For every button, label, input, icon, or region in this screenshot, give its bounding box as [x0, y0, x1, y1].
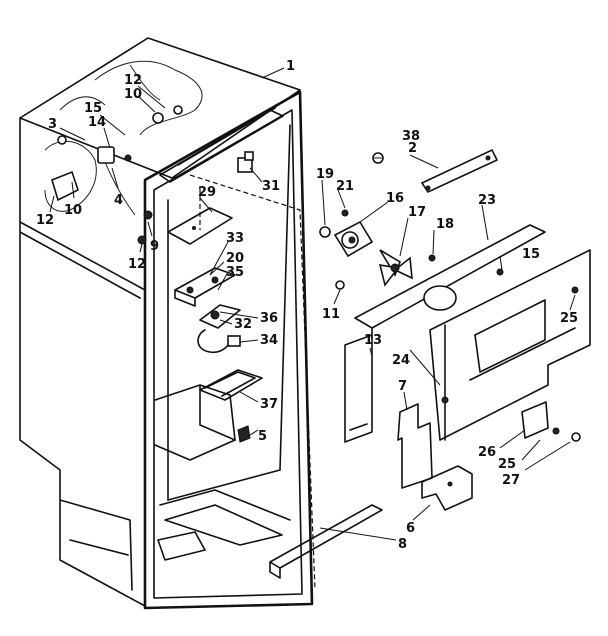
callout-36: 36 [260, 311, 278, 326]
callout-15b: 15 [522, 247, 540, 262]
callout-31: 31 [262, 179, 280, 194]
callout-8: 8 [398, 537, 407, 552]
callout-4: 4 [114, 193, 123, 208]
callout-17: 17 [408, 205, 426, 220]
callout-32: 32 [234, 317, 252, 332]
callout-1: 1 [286, 59, 295, 74]
callout-19: 19 [316, 167, 334, 182]
callout-15a: 15 [84, 101, 102, 116]
callout-38: 38 [402, 129, 420, 144]
callout-16: 16 [386, 191, 404, 206]
callout-14: 14 [88, 115, 106, 130]
callout-12b: 12 [36, 213, 54, 228]
callout-9: 9 [150, 239, 159, 254]
callout-12c: 12 [128, 257, 146, 272]
callout-37: 37 [260, 397, 278, 412]
callout-2: 2 [408, 141, 417, 156]
callout-34: 34 [260, 333, 278, 348]
callout-10b: 10 [64, 203, 82, 218]
callout-3: 3 [48, 117, 57, 132]
air-duct-assembly [269, 148, 591, 579]
callout-7: 7 [398, 379, 407, 394]
callout-13: 13 [364, 333, 382, 348]
callout-29: 29 [198, 185, 216, 200]
callout-labels: 1 2 3 4 5 6 7 8 9 10 10 11 12 12 12 13 1… [36, 59, 578, 552]
callout-12a: 12 [124, 73, 142, 88]
callout-25a: 25 [560, 311, 578, 326]
callout-23: 23 [478, 193, 496, 208]
leader-lines [49, 67, 576, 541]
callout-33: 33 [226, 231, 244, 246]
callout-35: 35 [226, 265, 244, 280]
callout-5: 5 [258, 429, 267, 444]
callout-11: 11 [322, 307, 340, 322]
callout-21: 21 [336, 179, 354, 194]
callout-24: 24 [392, 353, 410, 368]
callout-18: 18 [436, 217, 454, 232]
callout-6: 6 [406, 521, 415, 536]
callout-20: 20 [226, 251, 244, 266]
callout-26: 26 [478, 445, 496, 460]
callout-25b: 25 [498, 457, 516, 472]
refrigerator-cabinet [19, 37, 316, 610]
callout-27: 27 [502, 473, 520, 488]
callout-10a: 10 [124, 87, 142, 102]
